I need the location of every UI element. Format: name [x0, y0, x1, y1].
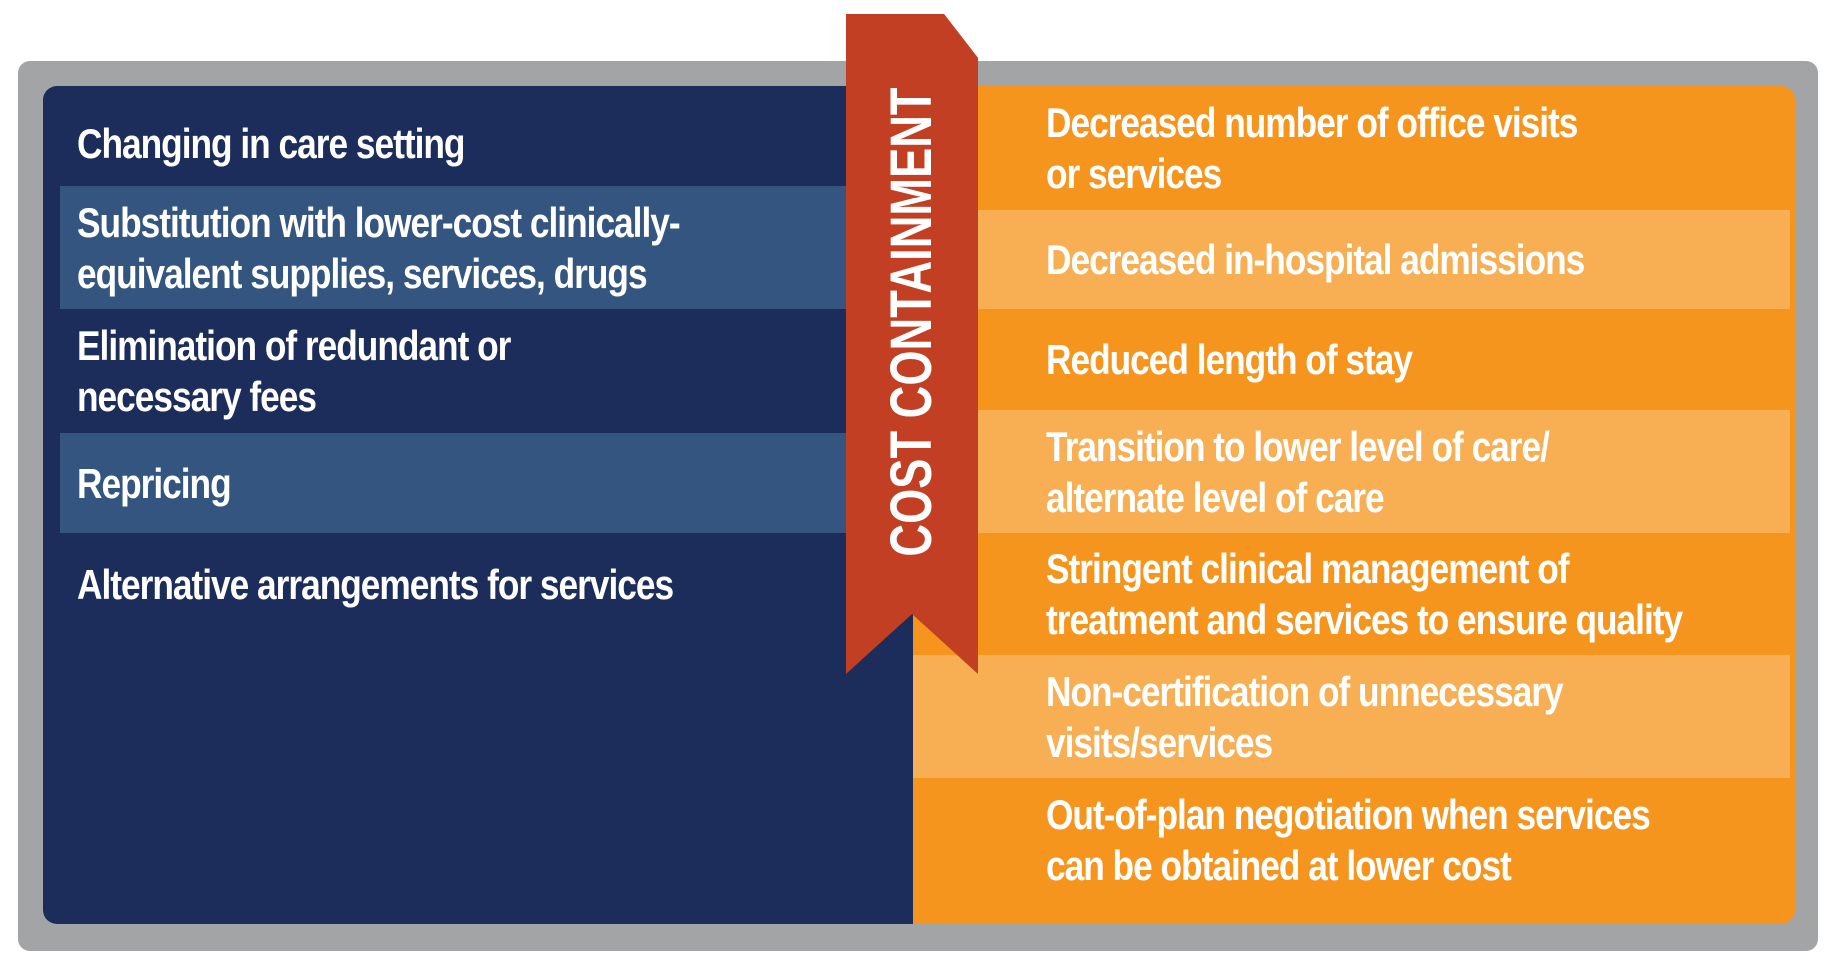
ribbon-body	[846, 14, 978, 674]
right-item-2-line-1: Decreased in-hospital admissions	[1046, 236, 1585, 283]
left-item-3: Elimination of redundant or necessary fe…	[60, 309, 847, 433]
right-item-5: Stringent clinical management of treatme…	[913, 533, 1790, 655]
right-item-2: Decreased in-hospital admissions	[913, 210, 1790, 309]
left-item-3-line-2: necessary fees	[77, 373, 317, 420]
right-item-7-line-2: can be obtained at lower cost	[1046, 842, 1512, 889]
right-item-6: Non-certification of unnecessary visits/…	[913, 655, 1790, 778]
left-item-5: Alternative arrangements for services	[60, 540, 847, 628]
right-item-4-line-1: Transition to lower level of care/	[1046, 422, 1550, 470]
left-item-5-line-1: Alternative arrangements for services	[77, 560, 674, 608]
left-item-4-line-1: Repricing	[77, 459, 232, 507]
right-item-1: Decreased number of office visits or ser…	[913, 86, 1790, 210]
left-item-4: Repricing	[60, 433, 847, 533]
left-item-2-line-1: Substitution with lower-cost clinically-	[77, 198, 681, 246]
ribbon-shape	[846, 14, 978, 674]
ribbon-title: COST CONTAINMENT	[879, 21, 944, 622]
left-item-3-line-1: Elimination of redundant or	[77, 322, 511, 369]
right-item-3-line-1: Reduced length of stay	[1046, 336, 1413, 383]
left-item-2: Substitution with lower-cost clinically-…	[60, 186, 847, 309]
right-item-4-line-2: alternate level of care	[1046, 473, 1385, 521]
right-item-7: Out-of-plan negotiation when services ca…	[913, 778, 1790, 902]
right-item-5-line-2: treatment and services to ensure quality	[1046, 596, 1683, 643]
right-item-6-line-1: Non-certification of unnecessary	[1046, 667, 1564, 715]
right-item-1-line-2: or services	[1046, 150, 1222, 197]
right-item-5-line-1: Stringent clinical management of	[1046, 545, 1570, 592]
left-item-1-line-1: Changing in care setting	[77, 119, 465, 167]
left-item-1: Changing in care setting	[60, 100, 847, 186]
right-item-7-line-1: Out-of-plan negotiation when services	[1046, 791, 1651, 838]
right-item-1-line-1: Decreased number of office visits	[1046, 99, 1578, 146]
right-item-4: Transition to lower level of care/ alter…	[913, 410, 1790, 533]
cost-containment-ribbon	[846, 14, 978, 674]
left-item-2-line-2: equivalent supplies, services, drugs	[77, 249, 648, 297]
ribbon-title-text: COST CONTAINMENT	[879, 87, 944, 557]
right-item-3: Reduced length of stay	[913, 309, 1790, 410]
right-item-6-line-2: visits/services	[1046, 718, 1273, 766]
